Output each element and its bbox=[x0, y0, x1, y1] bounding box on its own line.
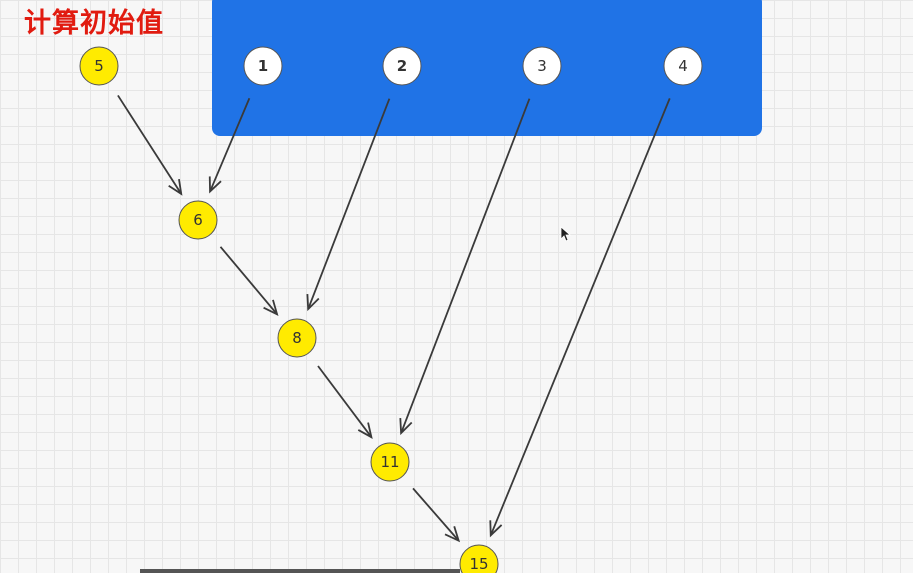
input-node-2-label: 2 bbox=[397, 57, 407, 75]
input-node-1-label: 1 bbox=[258, 57, 268, 75]
sum-node-8-label: 8 bbox=[292, 329, 302, 347]
edge-in2-to-s2 bbox=[306, 98, 391, 312]
input-node-2-circle bbox=[382, 46, 422, 86]
input-node-4-circle bbox=[663, 46, 703, 86]
sum-node-15-circle bbox=[459, 544, 499, 573]
diagram-title: 计算初始值 bbox=[24, 8, 164, 39]
sum-node-6-label: 6 bbox=[193, 211, 203, 229]
edge-in4-to-s4 bbox=[489, 98, 671, 538]
sum-node-5: 5 bbox=[79, 46, 119, 86]
sum-node-8: 8 bbox=[277, 318, 317, 358]
edge-s1-to-s2 bbox=[219, 246, 279, 316]
edge-s3-to-s4 bbox=[412, 487, 461, 543]
input-node-2: 2 bbox=[382, 46, 422, 86]
sum-node-11: 11 bbox=[370, 442, 410, 482]
scrollbar-thumb[interactable] bbox=[140, 569, 460, 573]
edge-s2-to-s3 bbox=[317, 365, 373, 439]
input-node-3-circle bbox=[522, 46, 562, 86]
nodes-layer: 1 2 3 4 5 6 8 11 15 bbox=[79, 46, 703, 573]
input-node-3-label: 3 bbox=[537, 57, 547, 75]
mouse-cursor-icon bbox=[560, 226, 572, 242]
input-node-4-label: 4 bbox=[678, 57, 688, 75]
edges-layer bbox=[117, 94, 671, 543]
input-node-1-circle bbox=[243, 46, 283, 86]
sum-node-15-label: 15 bbox=[469, 555, 488, 573]
input-node-4: 4 bbox=[663, 46, 703, 86]
sum-node-11-label: 11 bbox=[380, 453, 399, 471]
sum-node-5-label: 5 bbox=[94, 57, 104, 75]
sum-node-11-circle bbox=[370, 442, 410, 482]
sum-node-15: 15 bbox=[459, 544, 499, 573]
sum-node-6: 6 bbox=[178, 200, 218, 240]
input-node-3: 3 bbox=[522, 46, 562, 86]
sum-node-8-circle bbox=[277, 318, 317, 358]
edge-s0-to-s1 bbox=[117, 94, 183, 196]
edge-in3-to-s3 bbox=[399, 98, 531, 436]
input-node-1: 1 bbox=[243, 46, 283, 86]
sum-node-6-circle bbox=[178, 200, 218, 240]
sum-node-5-circle bbox=[79, 46, 119, 86]
edge-in1-to-s1 bbox=[208, 97, 251, 194]
